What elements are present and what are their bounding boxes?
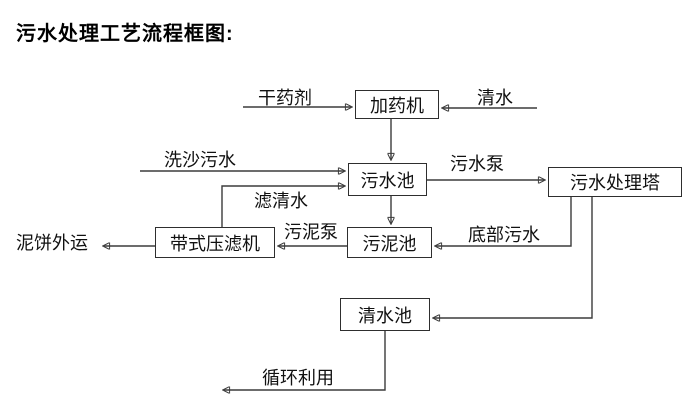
arrow-filtered-water-to-sewage-pool — [221, 186, 344, 227]
label-dry-agent: 干药剂 — [258, 88, 312, 108]
label-sludge-pump: 污泥泵 — [284, 222, 338, 242]
label-mud-cake-transport: 泥饼外运 — [16, 233, 88, 253]
node-dosing-machine: 加药机 — [355, 90, 439, 119]
node-belt-filter-press: 带式压滤机 — [155, 227, 275, 258]
node-sewage-pool: 污水池 — [348, 163, 427, 196]
label-clean-water: 清水 — [477, 88, 513, 108]
label-bottom-sewage: 底部污水 — [468, 225, 540, 245]
label-filtered-water: 滤清水 — [254, 191, 308, 211]
arrow-bottom-sewage-to-sludge-pool — [436, 197, 572, 246]
arrow-treatment-tower-to-clean-water-pool — [434, 197, 593, 318]
label-sewage-pump: 污水泵 — [450, 154, 504, 174]
node-sludge-pool: 污泥池 — [347, 227, 432, 258]
label-sand-washing-sewage: 洗沙污水 — [164, 150, 236, 170]
arrow-clean-water-pool-to-recycling — [224, 331, 386, 390]
label-recycling: 循环利用 — [262, 368, 334, 388]
page-title: 污水处理工艺流程框图: — [16, 23, 234, 45]
node-sewage-treatment-tower: 污水处理塔 — [548, 167, 682, 197]
node-clean-water-pool: 清水池 — [340, 298, 430, 331]
